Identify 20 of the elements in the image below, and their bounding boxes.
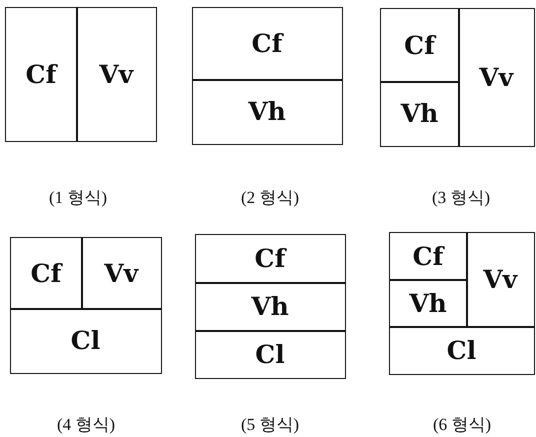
- layout-box: [10, 237, 162, 374]
- caption-text: (4 형식): [56, 414, 116, 436]
- layout-box: [192, 7, 343, 145]
- layout-box: [380, 8, 535, 147]
- caption-text: (2 형식): [240, 187, 300, 209]
- layout-cell: Cf: [388, 232, 468, 280]
- caption-text: (6 형식): [432, 414, 492, 436]
- layout-cell: Vh: [194, 282, 346, 332]
- caption-text: (5 형식): [240, 414, 300, 436]
- caption-text: (1 형식): [48, 187, 108, 209]
- caption-text: (3 형식): [432, 187, 490, 209]
- layout-box: [5, 7, 157, 142]
- layout-cell: Vh: [380, 81, 460, 146]
- layout-cell: Cf: [380, 8, 460, 82]
- layout-box: [195, 234, 346, 379]
- layout-cell: Vv: [466, 232, 534, 328]
- layout-cell: Vh: [388, 279, 468, 328]
- layout-box: [389, 232, 535, 375]
- layout-cell: Vv: [81, 236, 162, 310]
- layout-cell: Cf: [10, 236, 82, 310]
